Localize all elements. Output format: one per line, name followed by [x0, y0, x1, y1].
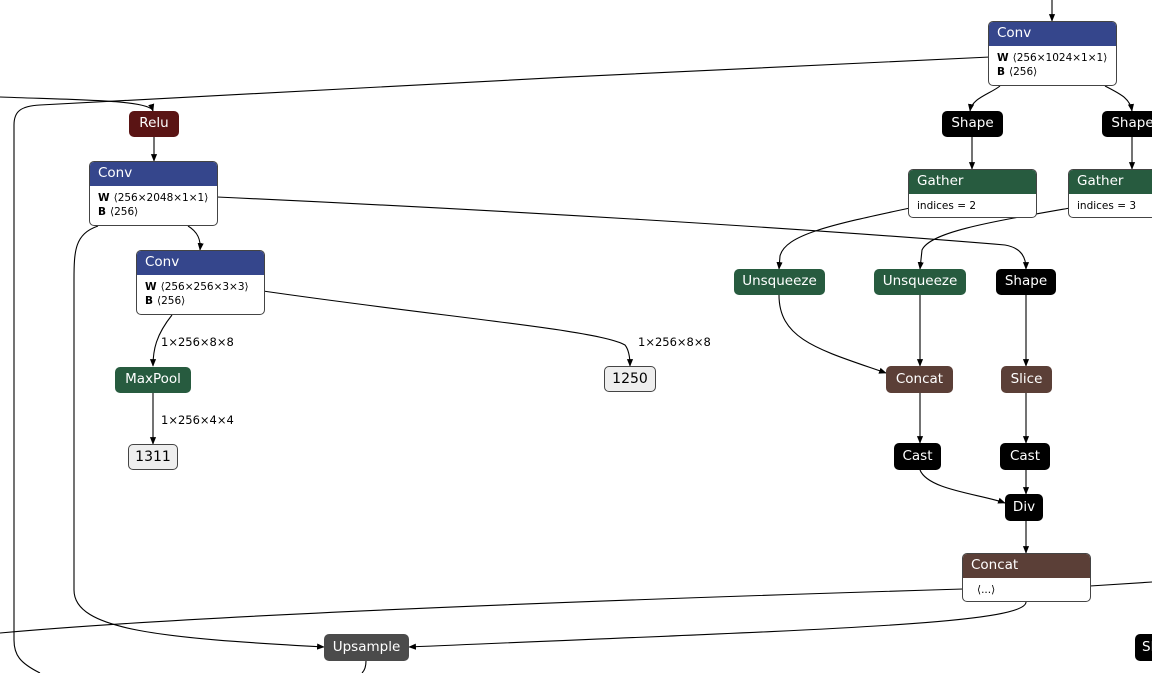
gather-node-b[interactable]: Gather indices = 3: [1068, 169, 1152, 218]
concat-node-b-title: Concat: [963, 554, 1090, 578]
unsqueeze-node-b[interactable]: Unsqueeze: [874, 269, 966, 295]
edge-conv-top-to-shape-a: [968, 85, 1001, 112]
conv-node-top[interactable]: Conv W⟨256×1024×1×1⟩ B⟨256⟩: [988, 21, 1117, 86]
gather-node-a-title: Gather: [909, 170, 1036, 194]
edge-conv-top-to-left: [13, 56, 991, 673]
conv-node-mid-title: Conv: [137, 251, 264, 275]
edge-conv-left-to-shape-c: [216, 196, 1030, 270]
edge-cast-a-to-div: [919, 469, 1006, 504]
edge-label-conv-mid-to-1250: 1×256×8×8: [638, 335, 711, 349]
const-node-1250[interactable]: 1250: [604, 366, 656, 392]
shape-node-b[interactable]: Shape: [1102, 111, 1152, 137]
div-node[interactable]: Div: [1005, 494, 1043, 521]
gather-node-a-attr: indices = 2: [917, 200, 977, 212]
unsqueeze-node-a[interactable]: Unsqueeze: [734, 269, 825, 295]
conv-node-left-title: Conv: [90, 162, 217, 186]
attr-row: B⟨256⟩: [98, 206, 139, 218]
upsample-node[interactable]: Upsample: [324, 634, 409, 661]
edge-label-maxpool-to-1311: 1×256×4×4: [161, 413, 234, 427]
conv-node-left-attrs: W⟨256×2048×1×1⟩ B⟨256⟩: [90, 186, 217, 219]
gather-node-b-attr: indices = 3: [1077, 200, 1137, 212]
edge-concat-b-to-left: [0, 588, 964, 634]
edge-conv-top-to-shape-b: [1104, 85, 1134, 112]
edge-gather-b-to-unsqueeze-b: [917, 207, 1071, 270]
shape-node-c[interactable]: Shape: [996, 269, 1056, 295]
attr-row: W⟨256×2048×1×1⟩: [98, 192, 209, 204]
conv-node-mid-attrs: W⟨256×256×3×3⟩ B⟨256⟩: [137, 275, 264, 308]
edge-upsample-out: [361, 660, 367, 673]
const-node-1311[interactable]: 1311: [128, 444, 178, 470]
gather-node-b-title: Gather: [1069, 170, 1152, 194]
partial-node-right[interactable]: Sl: [1135, 634, 1152, 661]
shape-node-a[interactable]: Shape: [942, 111, 1003, 137]
conv-node-left[interactable]: Conv W⟨256×2048×1×1⟩ B⟨256⟩: [89, 161, 218, 226]
concat-node-b-attr: ⟨...⟩: [977, 584, 996, 596]
edge-conv-mid-to-maxpool: [149, 314, 173, 367]
maxpool-node[interactable]: MaxPool: [115, 367, 191, 393]
concat-node-b[interactable]: Concat ⟨...⟩: [962, 553, 1091, 602]
edge-concat-b-to-upsample: [408, 601, 1027, 650]
relu-node[interactable]: Relu: [129, 111, 179, 137]
conv-node-top-attrs: W⟨256×1024×1×1⟩ B⟨256⟩: [989, 46, 1116, 79]
conv-node-top-title: Conv: [989, 22, 1116, 46]
gather-node-a[interactable]: Gather indices = 2: [908, 169, 1037, 218]
attr-row: W⟨256×1024×1×1⟩: [997, 52, 1108, 64]
edge-into-relu: [0, 96, 155, 112]
edge-gather-a-to-unsqueeze-a: [776, 207, 911, 270]
attr-row: W⟨256×256×3×3⟩: [145, 281, 249, 293]
slice-node[interactable]: Slice: [1001, 366, 1052, 393]
cast-node-b[interactable]: Cast: [1000, 443, 1050, 470]
edge-conv-left-to-conv-mid: [187, 225, 204, 251]
edge-conv-left-to-upsample: [73, 225, 325, 650]
edge-conv-mid-to-1250: [262, 290, 634, 367]
conv-node-mid[interactable]: Conv W⟨256×256×3×3⟩ B⟨256⟩: [136, 250, 265, 315]
edge-label-conv-mid-to-maxpool: 1×256×8×8: [161, 335, 234, 349]
cast-node-a[interactable]: Cast: [894, 443, 941, 470]
attr-row: B⟨256⟩: [997, 66, 1038, 78]
edge-unsqueeze-a-to-concat-a: [778, 294, 887, 374]
concat-node-a[interactable]: Concat: [886, 366, 953, 393]
edge-right-into-concat-b: [1089, 581, 1152, 587]
attr-row: B⟨256⟩: [145, 295, 186, 307]
